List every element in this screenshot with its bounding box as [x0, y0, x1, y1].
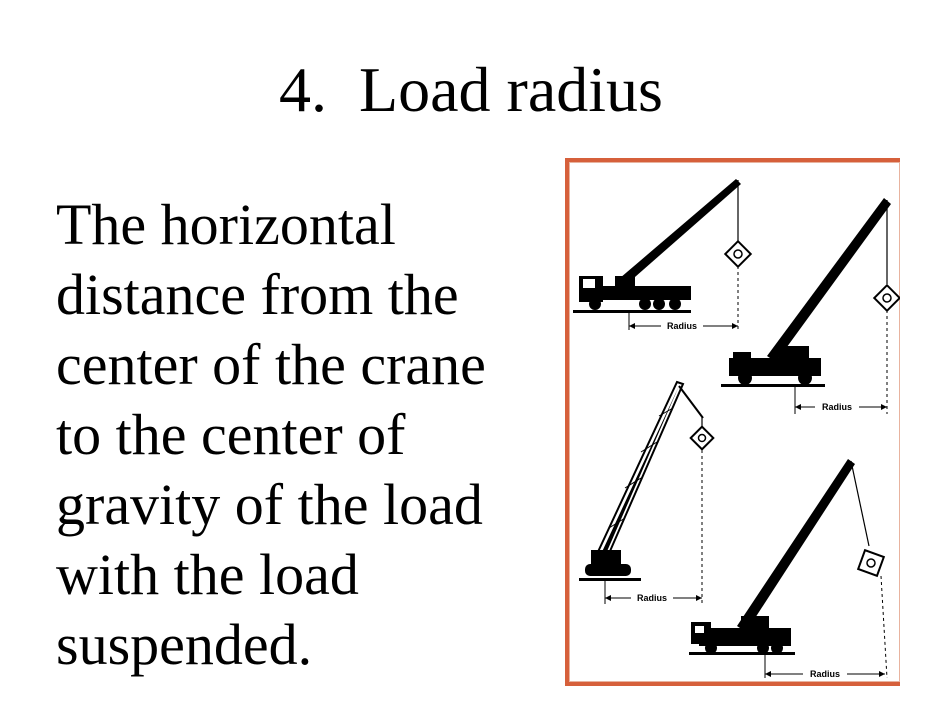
telescopic-crane-icon — [689, 459, 888, 679]
body-line-6: with the load — [56, 542, 359, 607]
body-line-1: The horizontal — [56, 192, 396, 257]
radius-label-3: Radius — [637, 593, 667, 603]
radius-label-4: Radius — [810, 669, 840, 679]
body-text: The horizontal distance from the center … — [56, 190, 556, 680]
truck-crane-icon — [573, 179, 753, 330]
body-line-4: to the center of — [56, 402, 406, 467]
body-line-7: suspended. — [56, 612, 313, 677]
radius-label-1: Radius — [667, 321, 697, 331]
lattice-crawler-crane-icon — [579, 380, 715, 604]
crane-illustration: Radius Radius Radius Radius — [573, 179, 900, 679]
radius-label-2: Radius — [822, 402, 852, 412]
rough-terrain-crane-icon — [721, 198, 900, 414]
body-line-3: center of the crane — [56, 332, 486, 397]
slide-title: 4. Load radius — [279, 54, 663, 125]
crane-radius-figure: Radius Radius Radius Radius — [565, 158, 900, 686]
body-line-2: distance from the — [56, 262, 459, 327]
body-line-5: gravity of the load — [56, 472, 483, 537]
